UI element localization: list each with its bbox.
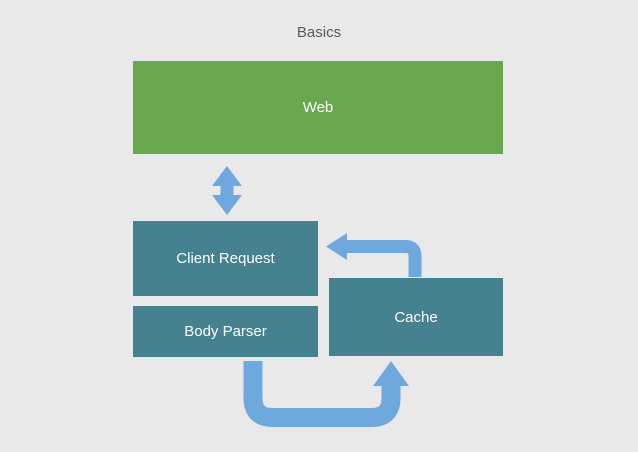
node-web: Web: [133, 61, 503, 154]
arrow-body-parser-cache: [243, 361, 409, 427]
arrow-head-up: [212, 166, 242, 186]
node-body-parser: Body Parser: [133, 306, 318, 357]
node-cache-label: Cache: [394, 308, 438, 326]
node-client-request-label: Client Request: [176, 250, 275, 267]
node-client-request: Client Request: [133, 221, 318, 296]
arrow-cache-client-request: [326, 233, 422, 277]
arrow-head-up: [373, 361, 409, 386]
node-body-parser-label: Body Parser: [184, 323, 267, 340]
arrow-shaft: [345, 240, 422, 277]
arrow-shaft: [243, 361, 401, 427]
node-cache: Cache: [329, 278, 503, 356]
arrow-head-down: [212, 195, 242, 215]
diagram-title: Basics: [296, 24, 342, 41]
arrow-web-client-request: [212, 166, 242, 215]
arrow-head-left: [326, 233, 347, 260]
node-web-label: Web: [302, 99, 334, 116]
